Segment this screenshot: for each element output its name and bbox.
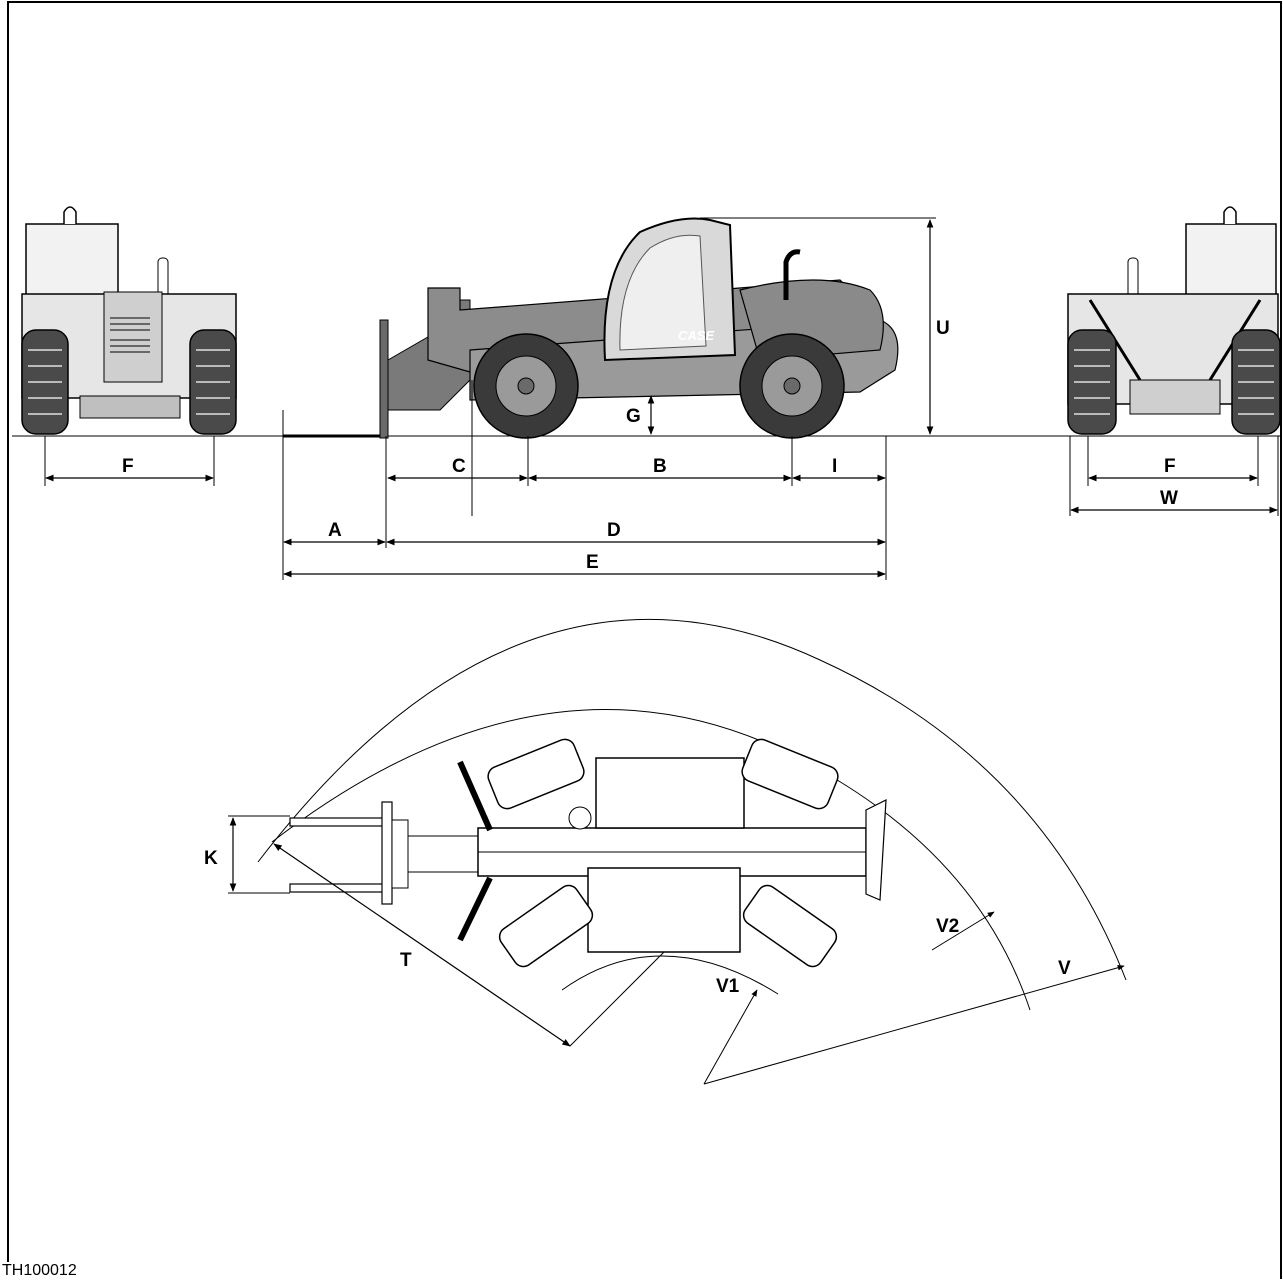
label-v2: V2 xyxy=(936,916,959,937)
frame-border xyxy=(7,1,1282,1279)
rear-view-left xyxy=(21,206,237,435)
label-t: T xyxy=(400,950,412,971)
label-e: E xyxy=(586,552,599,573)
label-g: G xyxy=(626,406,641,427)
label-f-left: F xyxy=(122,456,134,477)
side-view-telehandler: CASE xyxy=(283,217,899,439)
case-logo: CASE xyxy=(678,328,714,343)
label-k: K xyxy=(204,848,218,869)
turning-plan-view xyxy=(257,618,1127,1011)
label-b: B xyxy=(653,456,667,477)
label-u: U xyxy=(936,318,950,339)
label-i: I xyxy=(832,456,837,477)
front-view-right xyxy=(1067,206,1281,435)
label-v: V xyxy=(1058,958,1071,979)
label-w: W xyxy=(1160,488,1178,509)
label-a: A xyxy=(328,520,342,541)
label-d: D xyxy=(607,520,621,541)
label-f-right: F xyxy=(1164,456,1176,477)
label-v1: V1 xyxy=(716,976,740,997)
label-c: C xyxy=(452,456,466,477)
figure-code: TH100012 xyxy=(2,1262,77,1279)
